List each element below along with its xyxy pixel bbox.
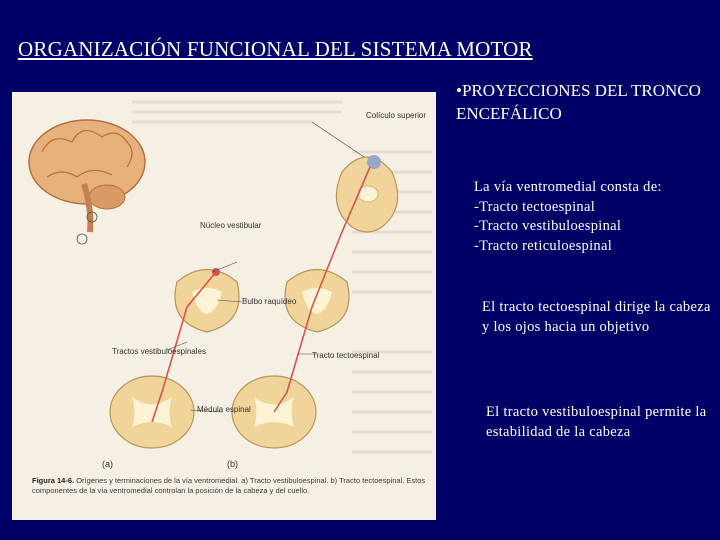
- label-tectospinal: Tracto tectoespinal: [312, 351, 380, 360]
- label-panel-b: (b): [227, 459, 238, 469]
- bullet-heading: •PROYECCIONES DEL TRONCO ENCEFÁLICO: [456, 81, 701, 123]
- slide-title: ORGANIZACIÓN FUNCIONAL DEL SISTEMA MOTOR: [18, 37, 533, 61]
- tectospinal-paragraph: El tracto tectoespinal dirige la cabeza …: [482, 299, 711, 335]
- figure-caption-number: Figura 14-6.: [32, 476, 75, 485]
- tract-item: -Tracto reticuloespinal: [474, 237, 613, 254]
- label-vestibular-nucleus: Núcleo vestibular: [200, 221, 262, 230]
- label-vestibulospinal: Tractos vestibuloespinales: [112, 347, 206, 356]
- spinal-section-left: [109, 375, 195, 449]
- label-panel-a: (a): [102, 459, 113, 469]
- figure-caption: Figura 14-6. Orígenes y terminaciones de…: [32, 476, 427, 496]
- figure-drawing: Colículo superior Núcleo vestibular Bulb…: [28, 100, 432, 469]
- ventromedial-lead: La vía ventromedial consta de:: [474, 179, 662, 195]
- brain-sagittal-icon: [28, 119, 146, 233]
- medulla-section-right: [284, 269, 350, 333]
- vestibulospinal-paragraph: El tracto vestibuloespinal permite la es…: [486, 404, 707, 440]
- tract-item: -Tracto vestibuloespinal: [474, 218, 622, 234]
- label-spinal-cord: Médula espinal: [197, 405, 251, 414]
- label-colliculus: Colículo superior: [366, 111, 426, 120]
- pathway-lines: [151, 166, 371, 423]
- leader-lines: [166, 121, 365, 413]
- medulla-section-left: [174, 268, 240, 333]
- figure-caption-text: Orígenes y terminaciones de la vía ventr…: [32, 476, 426, 495]
- ventromedial-paragraph: La vía ventromedial consta de: -Tracto t…: [474, 178, 714, 256]
- label-medulla: Bulbo raquídeo: [242, 297, 297, 306]
- midbrain-section: [335, 155, 399, 233]
- anatomy-figure: Colículo superior Núcleo vestibular Bulb…: [12, 92, 436, 520]
- tract-item: -Tracto tectoespinal: [474, 198, 596, 215]
